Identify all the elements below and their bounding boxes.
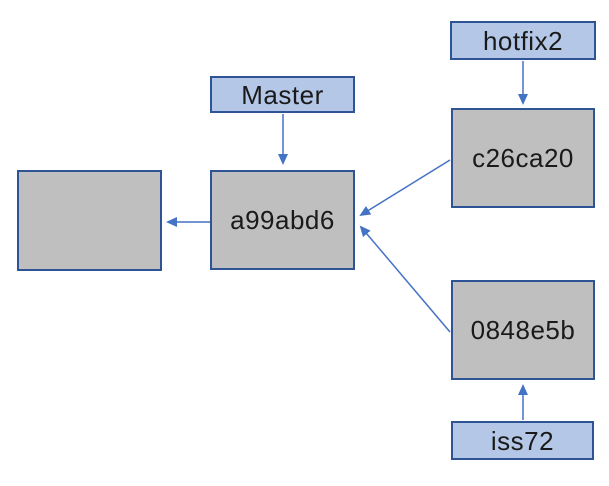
branch-label-iss72: iss72 bbox=[451, 421, 594, 460]
commit-node-0848e5b-text: 0848e5b bbox=[470, 315, 576, 345]
commit-node-empty bbox=[17, 170, 162, 271]
branch-label-hotfix2: hotfix2 bbox=[450, 21, 596, 60]
branch-label-master-text: Master bbox=[241, 79, 324, 110]
branch-label-master: Master bbox=[210, 76, 355, 113]
commit-node-a99abd6-text: a99abd6 bbox=[230, 205, 335, 235]
commit-node-c26ca20-text: c26ca20 bbox=[472, 143, 574, 173]
branch-label-iss72-text: iss72 bbox=[490, 425, 555, 456]
commit-node-a99abd6: a99abd6 bbox=[210, 170, 355, 270]
arrow-0848e5b-to-a99abd6 bbox=[359, 225, 451, 333]
commit-node-0848e5b: 0848e5b bbox=[451, 280, 595, 380]
branch-label-hotfix2-text: hotfix2 bbox=[482, 25, 564, 56]
arrow-c26ca20-to-a99abd6 bbox=[359, 159, 451, 217]
commit-node-c26ca20: c26ca20 bbox=[451, 108, 595, 208]
